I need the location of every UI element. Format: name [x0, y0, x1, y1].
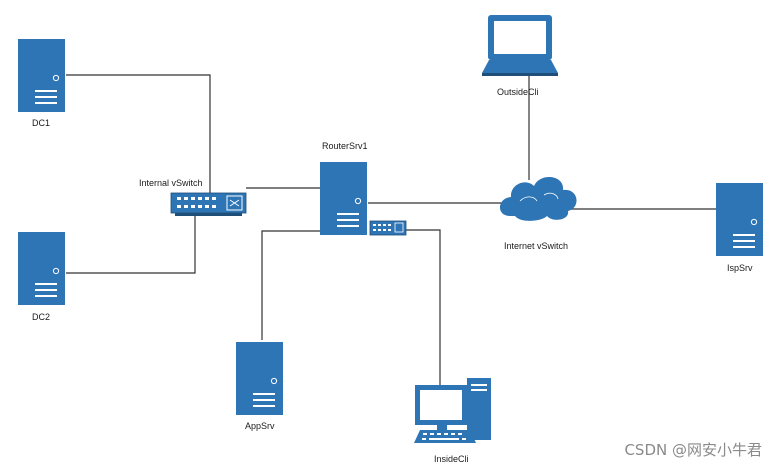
internal-vswitch-label: Internal vSwitch	[139, 178, 203, 188]
insidecli-label: InsideCli	[434, 454, 469, 464]
small-switch-icon	[369, 220, 407, 236]
ispsrv-label: IspSrv	[727, 263, 753, 273]
routersrv1-label: RouterSrv1	[322, 141, 368, 151]
internet-vswitch-label: Internet vSwitch	[504, 241, 569, 251]
outside-laptop-icon	[482, 15, 558, 76]
inside-desktop-icon	[414, 378, 491, 443]
link-dc2-switch	[66, 214, 196, 274]
dc2-server-icon	[18, 232, 65, 305]
internet-cloud-icon	[499, 176, 577, 221]
outsidecli-label: OutsideCli	[497, 87, 539, 97]
link-smallsw-inside	[405, 229, 441, 385]
router-server-icon	[320, 162, 367, 235]
link-dc1-switch	[66, 74, 211, 193]
appsrv-label: AppSrv	[245, 421, 275, 431]
isp-server-icon	[716, 183, 763, 256]
app-server-icon	[236, 342, 283, 415]
dc1-server-icon	[18, 39, 65, 112]
link-appsrv-router	[261, 230, 320, 340]
dc1-label: DC1	[32, 118, 51, 128]
dc2-label: DC2	[32, 312, 51, 322]
watermark-text: CSDN @网安小牛君	[624, 441, 762, 459]
internal-switch-icon	[170, 192, 247, 216]
